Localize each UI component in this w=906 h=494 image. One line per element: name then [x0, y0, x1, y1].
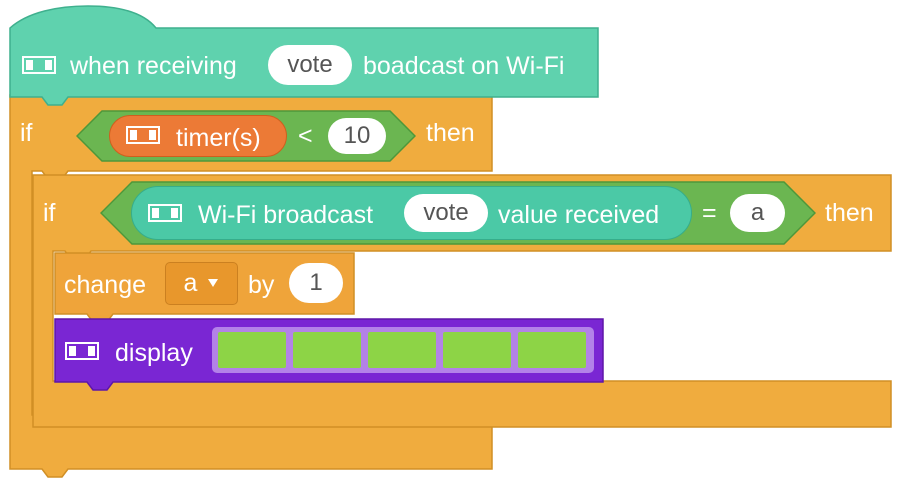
broadcast-on-wifi-label: boadcast on Wi-Fi [363, 52, 565, 80]
inner-if-keyword: if [43, 199, 56, 227]
variable-dropdown-value: a [183, 269, 198, 297]
wifi-broadcast-reporter[interactable]: Wi-Fi broadcast vote value received [131, 186, 692, 240]
dropdown-arrow-icon [207, 275, 219, 293]
led-matrix-input[interactable] [212, 327, 594, 373]
timer-reporter[interactable]: timer(s) [109, 115, 287, 157]
outer-if-shape [9, 94, 493, 478]
by-label: by [248, 271, 275, 299]
display-label: display [115, 339, 193, 367]
change-variable-block[interactable]: change a by 1 [53, 251, 356, 323]
variable-dropdown[interactable]: a [165, 262, 238, 305]
less-than-symbol: < [298, 122, 313, 150]
timer-label: timer(s) [176, 124, 261, 152]
board-icon [126, 126, 160, 149]
inner-if-then-label: then [825, 199, 874, 227]
led-cell[interactable] [218, 332, 286, 368]
value-received-label: value received [498, 201, 660, 229]
equals-symbol: = [702, 199, 717, 227]
led-cell[interactable] [368, 332, 436, 368]
change-amount-input[interactable]: 1 [289, 263, 343, 303]
display-block[interactable]: display [53, 317, 605, 391]
message-name-input[interactable]: vote [268, 45, 352, 85]
wifi-broadcast-label: Wi-Fi broadcast [198, 201, 374, 229]
led-cell[interactable] [293, 332, 361, 368]
when-receiving-hat-block[interactable]: when receiving vote boadcast on Wi-Fi [8, 4, 600, 112]
board-icon [22, 56, 56, 79]
compare-value-input[interactable]: a [730, 194, 785, 232]
board-icon [148, 204, 182, 227]
change-keyword: change [64, 271, 147, 299]
outer-if-keyword: if [20, 119, 33, 147]
timer-threshold-input[interactable]: 10 [328, 118, 386, 154]
inner-if-condition[interactable]: Wi-Fi broadcast vote value received = a [100, 181, 816, 245]
outer-if-block[interactable]: if then [8, 93, 494, 478]
outer-if-then-label: then [426, 119, 475, 147]
board-icon [65, 342, 99, 365]
led-cell[interactable] [518, 332, 586, 368]
broadcast-message-input[interactable]: vote [404, 194, 488, 232]
outer-if-condition[interactable]: timer(s) < 10 [76, 110, 416, 162]
when-receiving-label: when receiving [70, 52, 237, 80]
led-cell[interactable] [443, 332, 511, 368]
